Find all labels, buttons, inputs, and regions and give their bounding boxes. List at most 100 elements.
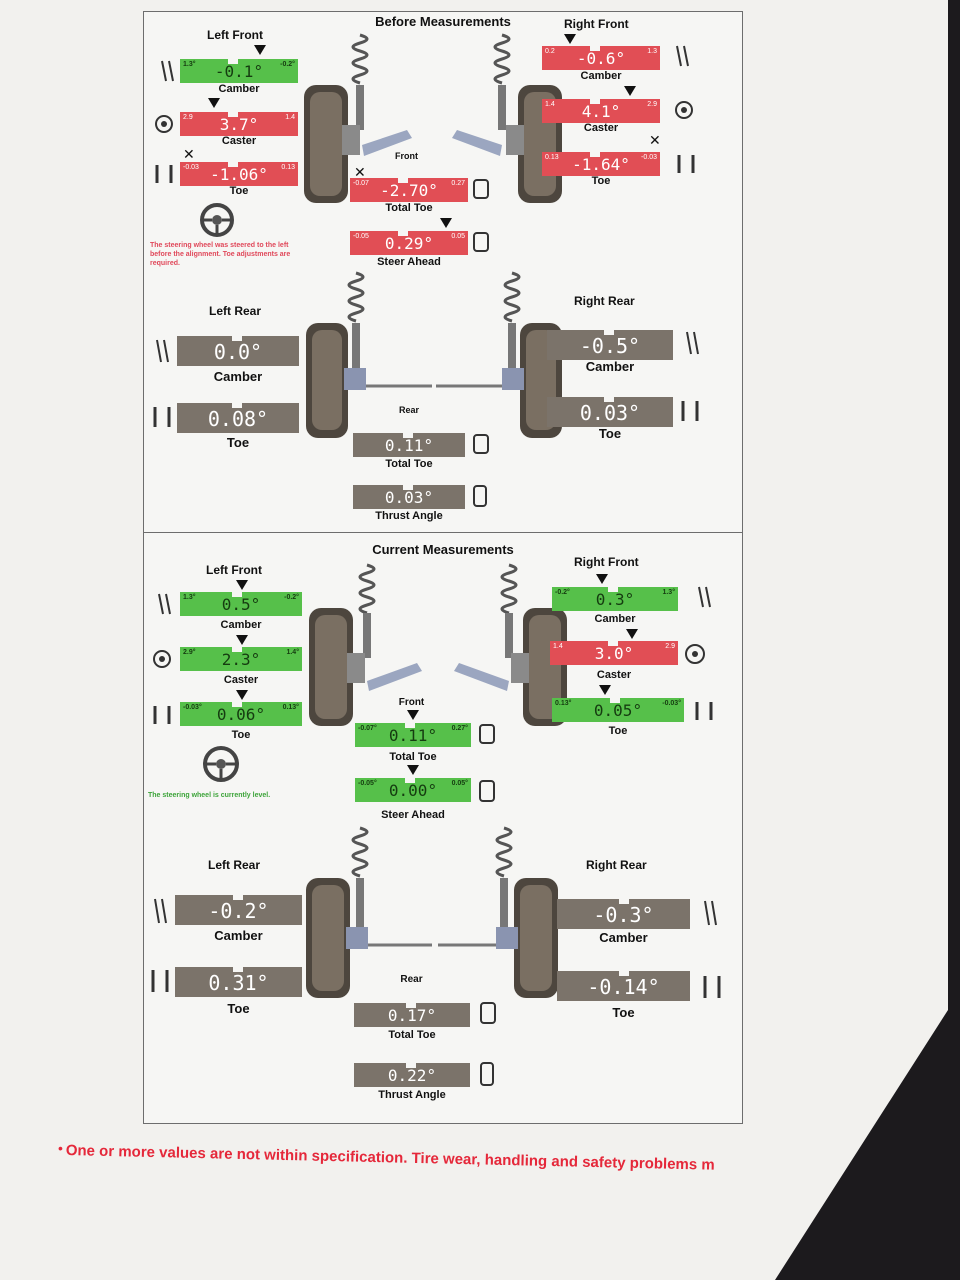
camber-label: Camber: [585, 359, 635, 374]
camber-gauge: 0.2 1.3 -0.6°: [542, 46, 660, 70]
marker-arrow: [407, 710, 419, 720]
steering-wheel-icon: [203, 746, 239, 782]
camber-label: Camber: [220, 619, 262, 631]
out-of-spec-x-icon: ✕: [354, 164, 366, 180]
camber-gauge: -0.2°: [175, 895, 302, 925]
toe-label: Toe: [229, 185, 249, 197]
caster-value: 2.3°: [221, 650, 261, 669]
steer-ahead-value: 0.29°: [384, 234, 434, 253]
caster-value: 4.1°: [581, 102, 621, 121]
toe-car-icon: [480, 1002, 496, 1024]
toe-label: Toe: [608, 725, 628, 737]
toe-gauge: 0.13 -0.03 -1.64°: [542, 152, 660, 176]
camber-value: -0.1°: [214, 62, 264, 81]
marker-arrow: [564, 34, 576, 44]
toe-label: Toe: [612, 1005, 635, 1020]
front-suspension-illustration: [304, 33, 562, 203]
toe-gauge: -0.14°: [557, 971, 690, 1001]
camber-icon: [698, 586, 711, 608]
right-rear-heading: Right Rear: [574, 294, 635, 308]
toe-value: -1.06°: [210, 165, 268, 184]
camber-label: Camber: [594, 613, 636, 625]
thrust-angle-gauge: 0.22°: [354, 1063, 470, 1087]
camber-value: -0.2°: [208, 899, 269, 923]
marker-arrow: [440, 218, 452, 228]
out-of-spec-x-icon: ✕: [183, 146, 195, 162]
camber-icon: [686, 331, 699, 355]
camber-label: Camber: [213, 369, 263, 384]
toe-value: -0.14°: [587, 975, 660, 999]
caster-value: 3.0°: [594, 644, 634, 663]
camber-gauge: 1.3° -0.2° 0.5°: [180, 592, 302, 616]
toe-icon: [695, 702, 713, 720]
camber-value: 0.3°: [595, 590, 635, 609]
camber-icon: [161, 60, 174, 82]
steer-ahead-label: Steer Ahead: [377, 256, 441, 268]
toe-icon: [151, 970, 169, 992]
steering-note: The steering wheel is currently level.: [148, 792, 271, 799]
thrust-car-icon: [480, 1062, 494, 1086]
right-front-heading: Right Front: [574, 555, 639, 569]
toe-icon: [153, 407, 171, 427]
total-toe-gauge: 0.11°: [353, 433, 465, 457]
toe-value: 0.31°: [208, 971, 269, 995]
marker-arrow: [626, 629, 638, 639]
front-suspension-illustration: [309, 563, 567, 726]
toe-label: Toe: [591, 175, 611, 187]
total-toe-value: -2.70°: [380, 181, 438, 200]
toe-car-icon: [473, 434, 489, 454]
camber-value: -0.5°: [579, 334, 641, 358]
caster-label: Caster: [223, 674, 259, 686]
camber-value: 0.0°: [213, 340, 263, 364]
total-toe-label: Total Toe: [388, 1029, 436, 1041]
rear-axle-label: Rear: [398, 405, 419, 415]
toe-icon: [681, 401, 699, 421]
camber-icon: [158, 593, 171, 615]
toe-value: 0.06°: [216, 705, 266, 724]
total-toe-gauge: 0.17°: [354, 1003, 470, 1027]
spec-warning-text: One or more values are not within specif…: [65, 1142, 715, 1174]
toe-car-icon: [479, 724, 495, 744]
toe-gauge: 0.08°: [177, 403, 299, 433]
current-measurements-panel: Current Measurements Left Front 1.3° -0.…: [143, 532, 743, 1124]
left-rear-heading: Left Rear: [209, 304, 262, 318]
total-toe-gauge: -0.07° 0.27° 0.11°: [355, 723, 471, 747]
marker-arrow: [236, 580, 248, 590]
caster-gauge: 2.9° 1.4° 2.3°: [180, 647, 302, 671]
caster-wheel-icon: [675, 101, 693, 119]
toe-value: 0.03°: [579, 401, 641, 425]
camber-label: Camber: [580, 70, 622, 82]
front-axle-label: Front: [398, 697, 425, 708]
steer-ahead-label: Steer Ahead: [381, 809, 445, 821]
thrust-angle-label: Thrust Angle: [378, 1089, 446, 1101]
caster-wheel-icon: [155, 115, 173, 133]
total-toe-label: Total Toe: [389, 751, 437, 763]
thrust-angle-value: 0.03°: [384, 488, 434, 507]
before-measurements-panel: Before Measurements Left Front 1.3° -0.2…: [143, 11, 743, 533]
thrust-angle-label: Thrust Angle: [375, 510, 443, 522]
toe-icon: [155, 165, 173, 183]
steer-car-icon: [479, 780, 495, 802]
camber-icon: [154, 898, 167, 924]
camber-icon: [676, 45, 689, 67]
thrust-angle-gauge: 0.03°: [353, 485, 465, 509]
toe-label: Toe: [598, 426, 622, 441]
steer-ahead-gauge: -0.05 0.05 0.29°: [350, 231, 468, 255]
camber-label: Camber: [599, 930, 648, 945]
out-of-spec-x-icon: ✕: [649, 132, 661, 148]
marker-arrow: [208, 98, 220, 108]
camber-gauge: -0.5°: [547, 330, 673, 360]
left-front-heading: Left Front: [206, 563, 262, 577]
toe-label: Toe: [227, 1001, 250, 1016]
caster-label: Caster: [596, 669, 632, 681]
caster-gauge: 2.9 1.4 3.7°: [180, 112, 298, 136]
panel-title: Current Measurements: [372, 542, 514, 557]
toe-icon: [703, 976, 721, 998]
total-toe-value: 0.11°: [388, 726, 438, 745]
toe-car-icon: [473, 179, 489, 199]
total-toe-value: 0.11°: [384, 436, 434, 455]
caster-gauge: 1.4 2.9 4.1°: [542, 99, 660, 123]
caster-wheel-icon: [685, 644, 705, 664]
toe-gauge: -0.03 0.13 -1.06°: [180, 162, 298, 186]
